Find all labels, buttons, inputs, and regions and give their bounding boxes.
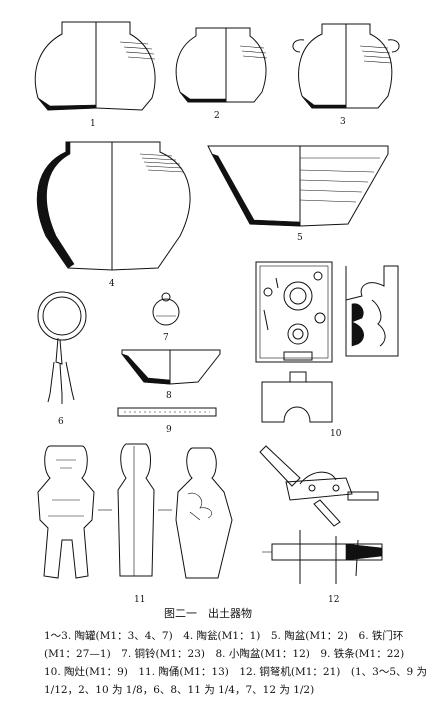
fig-label-11: 11 xyxy=(134,595,145,605)
caption-line-3: 10. 陶灶(M1：9) 11. 陶俑(M1：13) 12. 铜弩机(M1：21… xyxy=(44,666,427,678)
caption-line-2: (M1：27—1) 7. 铜铃(M1：23) 8. 小陶盆(M1：12) 9. … xyxy=(44,648,405,660)
fig-label-1: 1 xyxy=(90,119,96,129)
caption-line-1: 1～3. 陶罐(M1：3、4、7) 4. 陶瓮(M1：1) 5. 陶盆(M1：2… xyxy=(44,630,404,642)
crossbow-trigger-12-drawing xyxy=(259,445,383,584)
figurine-11-drawing xyxy=(37,443,233,579)
bell-7-drawing xyxy=(152,292,180,326)
jar-1-drawing xyxy=(34,21,156,111)
figure-title: 图二一 出土器物 xyxy=(164,607,252,620)
fig-label-10: 10 xyxy=(330,429,342,439)
door-ring-6-drawing xyxy=(37,291,87,404)
basin-5-drawing xyxy=(207,145,389,227)
stove-10-drawing xyxy=(255,261,399,423)
fig-label-2: 2 xyxy=(214,111,220,121)
fig-label-7: 7 xyxy=(163,333,169,343)
fig-label-5: 5 xyxy=(297,233,303,243)
fig-label-4: 4 xyxy=(109,279,115,289)
fig-label-8: 8 xyxy=(166,391,172,401)
fig-label-6: 6 xyxy=(58,417,64,427)
caption-line-4: 1/12，2、10 为 1/8，6、8、11 为 1/4，7、12 为 1/2) xyxy=(44,684,315,696)
urn-4-drawing xyxy=(36,141,191,271)
iron-bar-9-drawing xyxy=(117,407,217,417)
jar-3-drawing xyxy=(292,23,400,109)
small-basin-8-drawing xyxy=(121,349,221,385)
artifact-plate: 1 2 3 4 xyxy=(34,21,400,605)
jar-2-drawing xyxy=(175,27,268,103)
fig-label-3: 3 xyxy=(340,117,346,127)
fig-label-12: 12 xyxy=(328,595,339,605)
fig-label-9: 9 xyxy=(166,425,172,435)
